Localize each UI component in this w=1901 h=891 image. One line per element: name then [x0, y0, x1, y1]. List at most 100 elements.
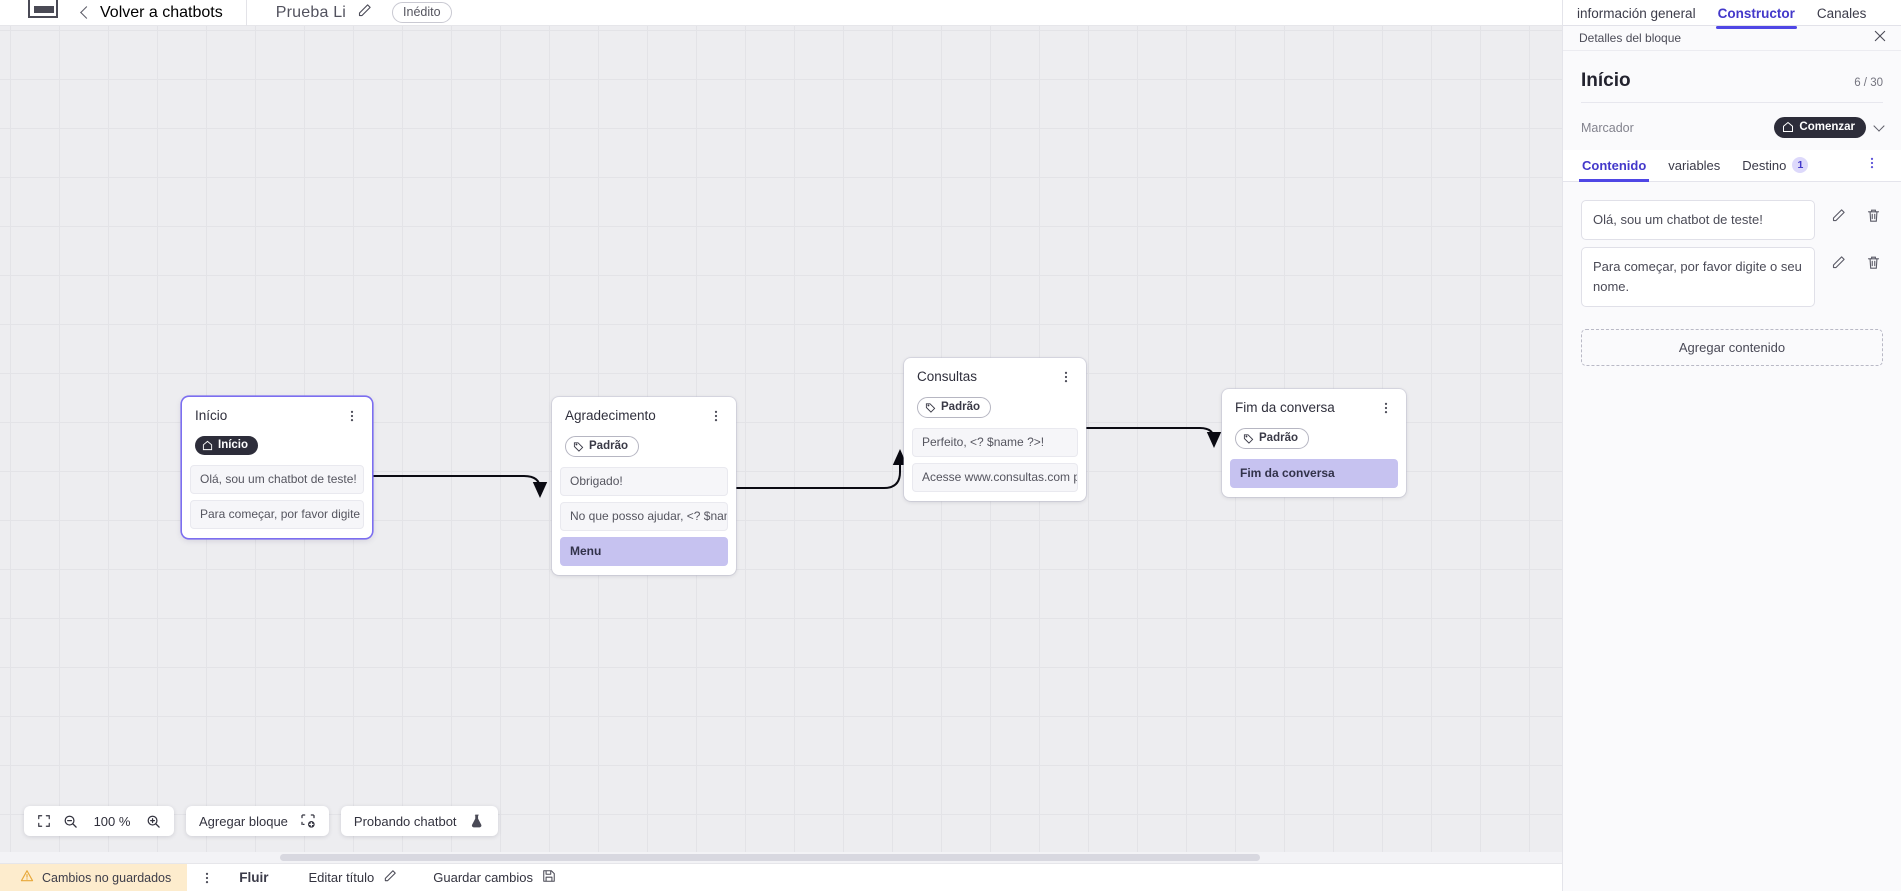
test-chatbot-label: Probando chatbot [353, 813, 457, 829]
tag-icon [925, 402, 936, 413]
save-changes-label: Guardar cambios [433, 870, 533, 885]
subtab-destino[interactable]: Destino 1 [1741, 150, 1809, 181]
node-message[interactable]: Fim da conversa [1230, 459, 1398, 488]
more-vertical-icon[interactable] [706, 408, 726, 429]
scrollbar-thumb[interactable] [280, 854, 1260, 861]
node-messages: Perfeito, <? $name ?>! Acesse www.consul… [904, 428, 1086, 501]
node-message[interactable]: Menu [560, 537, 728, 566]
node-messages: Olá, sou um chatbot de teste! Para começ… [182, 465, 372, 538]
canvas-horizontal-scrollbar[interactable] [0, 852, 1562, 863]
more-vertical-icon[interactable] [1376, 400, 1396, 421]
close-icon[interactable] [1873, 29, 1887, 48]
test-chatbot-button[interactable]: Probando chatbot [340, 806, 498, 836]
node-message[interactable]: Para começar, por favor digite o ... [190, 500, 364, 529]
content-item-row: Para começar, por favor digite o seu nom… [1581, 247, 1883, 308]
tab-canales[interactable]: Canales [1816, 5, 1867, 21]
panel-header-title: Detalles del bloque [1579, 31, 1682, 45]
node-message[interactable]: Perfeito, <? $name ?>! [912, 428, 1078, 457]
block-title-row: Início 6 / 30 [1581, 51, 1883, 103]
subtab-variables-label: variables [1668, 157, 1721, 173]
fit-screen-icon[interactable] [37, 814, 51, 828]
back-to-chatbots-link[interactable]: Volver a chatbots [80, 4, 223, 22]
flow-node-inicio[interactable]: Início Início Olá, sou um chatbot de tes… [182, 397, 372, 538]
panel-body: Início 6 / 30 Marcador Comenzar Contenid… [1563, 51, 1901, 367]
subtab-contenido[interactable]: Contenido [1578, 151, 1650, 182]
pencil-icon[interactable] [357, 3, 372, 23]
chevron-down-icon[interactable] [1873, 119, 1885, 132]
content-item-text[interactable]: Olá, sou um chatbot de teste! [1581, 200, 1815, 241]
flow-node-consultas[interactable]: Consultas Padrão Perfeito, <? $name ?>! … [904, 358, 1086, 501]
toolbar-divider [245, 0, 247, 26]
subtab-destino-label: Destino [1742, 157, 1787, 173]
node-tag: Padrão [565, 436, 639, 457]
tag-icon [573, 441, 584, 452]
flow-node-agradecimento[interactable]: Agradecimento Padrão Obrigado! No que po… [552, 397, 736, 575]
tab-fluir[interactable]: Fluir [235, 866, 272, 890]
block-details-panel: información general Constructor Canales … [1562, 0, 1901, 891]
node-header: Início [182, 397, 372, 429]
panel-tabs: información general Constructor Canales [1563, 0, 1901, 29]
more-vertical-icon[interactable] [342, 408, 362, 429]
node-message[interactable]: Obrigado! [560, 467, 728, 496]
warning-icon [20, 869, 34, 886]
add-block-label: Agregar bloque [199, 813, 288, 829]
flow-node-fim-da-conversa[interactable]: Fim da conversa Padrão Fim da conversa [1222, 389, 1406, 497]
zoom-level-value: 100 % [93, 813, 131, 829]
pencil-icon [383, 869, 397, 886]
zoom-control-group: 100 % [24, 806, 174, 836]
tab-informacion-general[interactable]: información general [1577, 5, 1696, 21]
flow-canvas[interactable]: Início Início Olá, sou um chatbot de tes… [0, 26, 1562, 863]
more-vertical-icon[interactable] [1056, 369, 1076, 390]
flask-icon [469, 813, 485, 829]
node-message[interactable]: No que posso ajudar, <? $name ... [560, 502, 728, 531]
zoom-in-icon[interactable] [146, 814, 161, 829]
content-items-list: Olá, sou um chatbot de teste! Para começ… [1581, 182, 1883, 308]
document-title: Prueba Li [275, 3, 347, 21]
add-content-button[interactable]: Agregar contenido [1581, 329, 1883, 367]
node-tag-label: Início [218, 439, 249, 451]
node-title: Consultas [917, 369, 978, 384]
app-logo-icon[interactable] [26, 0, 60, 26]
content-item-text[interactable]: Para começar, por favor digite o seu nom… [1581, 247, 1815, 308]
node-title: Agradecimento [565, 408, 656, 423]
node-header: Consultas [904, 358, 1086, 390]
status-bar: Cambios no guardados Fluir Editar título… [0, 863, 1562, 891]
zoom-out-icon[interactable] [63, 814, 78, 829]
node-message[interactable]: Olá, sou um chatbot de teste! [190, 465, 364, 494]
node-header: Agradecimento [552, 397, 736, 429]
trash-icon[interactable] [1866, 255, 1881, 275]
unsaved-changes-badge: Cambios no guardados [0, 863, 188, 891]
content-item-actions [1815, 247, 1883, 275]
save-changes-button[interactable]: Guardar cambios [433, 869, 556, 886]
panel-subtabs: Contenido variables Destino 1 [1563, 150, 1901, 182]
node-message[interactable]: Acesse www.consultas.com par... [912, 463, 1078, 492]
node-tag: Padrão [917, 397, 991, 418]
unsaved-changes-label: Cambios no guardados [42, 870, 172, 885]
trash-icon[interactable] [1866, 208, 1881, 228]
pencil-icon[interactable] [1831, 255, 1846, 275]
pencil-icon[interactable] [1831, 208, 1846, 228]
subtab-contenido-label: Contenido [1582, 157, 1647, 173]
subtab-variables[interactable]: variables [1667, 151, 1721, 181]
content-item-actions [1815, 200, 1883, 228]
node-tag-label: Padrão [589, 440, 628, 452]
add-block-button[interactable]: Agregar bloque [186, 806, 329, 836]
add-block-icon [300, 813, 316, 829]
tab-constructor[interactable]: Constructor [1715, 6, 1798, 29]
node-tag: Início [195, 436, 259, 455]
more-vertical-icon[interactable] [1861, 152, 1883, 179]
node-title: Fim da conversa [1235, 400, 1335, 415]
canvas-toolbar: 100 % Agregar bloque Probando chatbot [24, 806, 498, 836]
char-counter: 6 / 30 [1854, 77, 1883, 89]
panel-header: Detalles del bloque [1563, 26, 1901, 51]
content-item-row: Olá, sou um chatbot de teste! [1581, 200, 1883, 241]
edit-title-button[interactable]: Editar título [309, 869, 398, 886]
more-vertical-icon[interactable] [187, 871, 227, 885]
node-tag-label: Padrão [1259, 432, 1298, 444]
top-bar: Volver a chatbots Prueba Li Inédito [0, 0, 1562, 26]
marker-label: Marcador [1581, 120, 1634, 135]
marker-badge[interactable]: Comenzar [1774, 117, 1866, 138]
publish-status-badge: Inédito [392, 2, 452, 23]
node-tag-label: Padrão [941, 401, 980, 413]
node-messages: Fim da conversa [1222, 459, 1406, 497]
